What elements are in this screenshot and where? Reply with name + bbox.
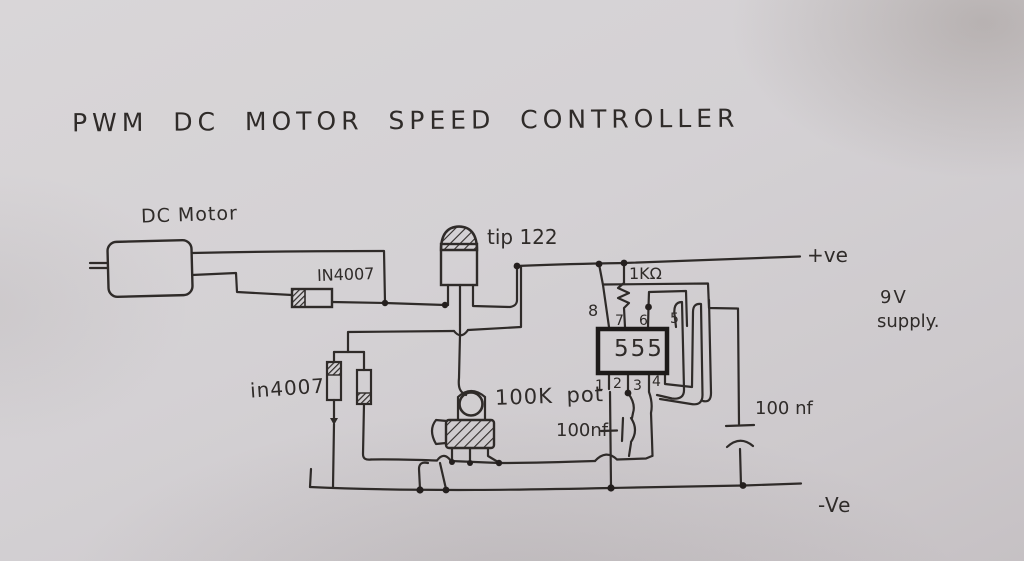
pin2-curvy-wire (626, 391, 635, 420)
cap-timing-dash (599, 429, 619, 433)
right-diode-band (356, 392, 372, 405)
transistor-middle-leg (457, 283, 468, 397)
pin3-curvy-wire (647, 371, 654, 458)
junction-down-wire (466, 264, 523, 332)
cap-timing-curved-plate (629, 416, 637, 444)
motor-top-wire (190, 249, 387, 304)
right-diode-wire (361, 350, 373, 461)
left-diode-band (326, 361, 342, 376)
pin6-label: 6 (639, 313, 648, 329)
supply-word-label: supply. (877, 311, 940, 332)
transistor-body (439, 242, 479, 287)
negative-rail-label: -Ve (818, 493, 852, 517)
motor-body (106, 238, 194, 299)
cap-timing-label: 100nf (556, 420, 609, 441)
pin6-loop (646, 289, 689, 329)
pot-right-leg (486, 446, 500, 464)
timer-ic-body (595, 326, 670, 376)
pot-body (444, 418, 496, 450)
wire-hop-3 (593, 453, 619, 463)
pin2-label: 2 (613, 376, 622, 392)
rail-end-tick (308, 467, 313, 489)
diode-pair-label: in4007 (249, 373, 326, 403)
pot-knob (458, 391, 484, 417)
diode-to-transistor-wire (330, 300, 450, 307)
pin5-stub (673, 316, 678, 329)
pin1-label: 1 (595, 378, 604, 394)
flyback-diode-band (291, 288, 306, 308)
component-bodies (106, 225, 670, 450)
junction-dots (381, 259, 747, 494)
positive-rail-label: +ve (807, 243, 848, 267)
cap-supply-top-wire (736, 307, 741, 426)
left-diode-wire (331, 350, 336, 489)
descender-1 (438, 461, 448, 491)
diode-arrowhead (330, 418, 338, 425)
supply-voltage-label: 9V (880, 287, 908, 308)
cap-supply-bottom-wire (738, 447, 743, 487)
positive-rail-wire (515, 255, 802, 268)
flyback-diode-label: IN4007 (316, 264, 375, 285)
pin7-label: 7 (615, 313, 624, 329)
wire-to-diode-pair (346, 329, 456, 354)
pin8-label: 8 (588, 301, 599, 320)
transistor-right-leg (471, 264, 519, 309)
cap-timing-down-wire (627, 441, 633, 458)
timer-ic-label: 555 (614, 336, 664, 362)
motor-bottom-wire (190, 271, 294, 297)
descender-hook (417, 461, 430, 491)
sub-rail-wire (601, 282, 739, 310)
pot-side-tab (430, 418, 449, 446)
pin4-label: 4 (652, 374, 661, 390)
pin3-label: 3 (633, 378, 642, 394)
ic-loop-b (658, 302, 704, 406)
resistor-label: 1KΩ (629, 264, 662, 283)
motor-label: DC Motor (140, 202, 239, 228)
cap-supply-curved-plate (725, 439, 755, 449)
cap-supply-label: 100 nf (755, 398, 813, 419)
cap-supply-plate (724, 423, 756, 428)
ic-loop-a (655, 300, 686, 400)
wires (88, 249, 803, 492)
mid-horizontal-wire-a (369, 458, 439, 462)
transistor-label: tip 122 (487, 225, 558, 249)
resistor-1k-body (616, 261, 631, 329)
ic-loop-c (701, 298, 713, 403)
mid-horizontal-wire-c (615, 454, 654, 461)
pin1-wire (607, 371, 613, 489)
negative-rail-wire (308, 482, 803, 492)
wire-hop-2 (435, 454, 453, 463)
pot-label: 100K pot (494, 382, 605, 410)
motor-shaft (88, 261, 110, 270)
pot-neck (456, 389, 487, 420)
pin5-label: 5 (670, 311, 679, 327)
pin8-wire (597, 262, 611, 329)
diagram-title: PWM DC MOTOR SPEED CONTROLLER (71, 103, 740, 138)
cap-timing-plate (620, 416, 625, 443)
